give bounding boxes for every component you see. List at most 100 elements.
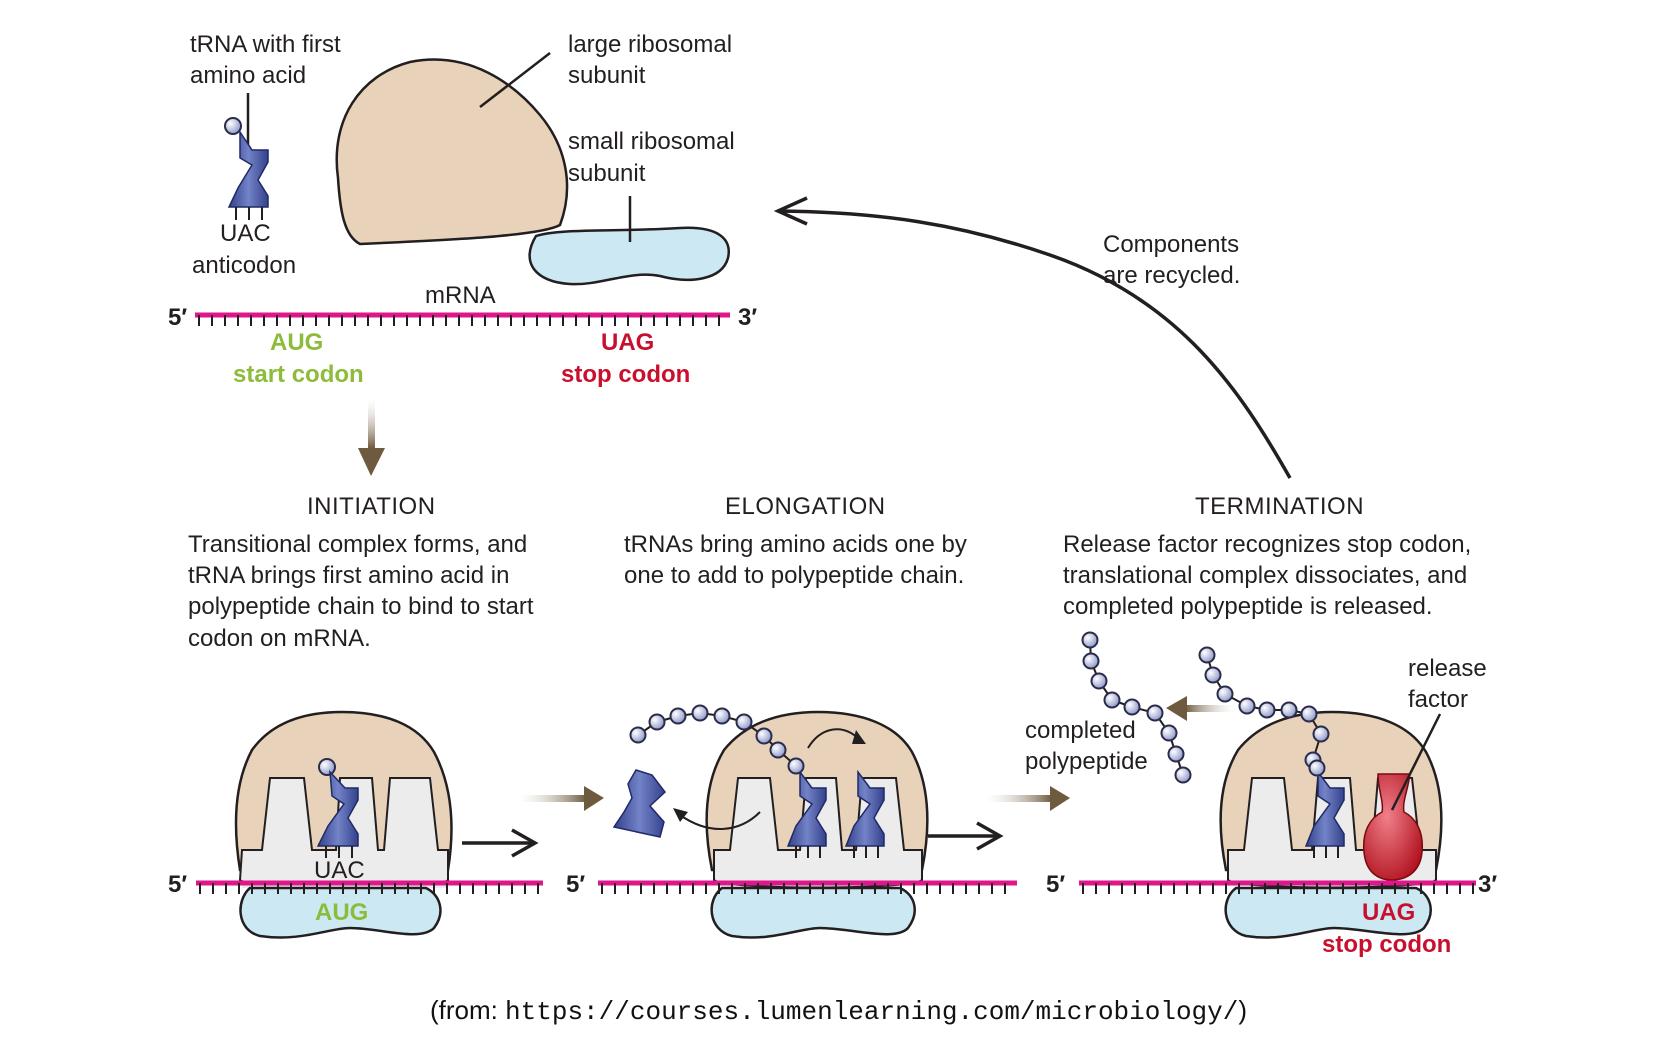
elongation-small-subunit <box>710 886 916 939</box>
release-factor-label-line1: release <box>1408 655 1487 682</box>
initiation-arrow <box>358 398 385 476</box>
amino-acid <box>1160 724 1178 742</box>
termination-codon: UAG <box>1362 899 1415 926</box>
amino-acid <box>713 707 731 725</box>
large-subunit-label-line1: large ribosomal <box>568 31 732 58</box>
termination-three-prime: 3′ <box>1478 871 1497 898</box>
termination-polypeptide <box>1198 646 1330 777</box>
recycle-arrow <box>773 196 1292 479</box>
trna-shape <box>227 129 269 208</box>
amino-acid <box>1312 725 1330 743</box>
initiation-small-subunit <box>239 886 442 939</box>
initiation-desc-line2: tRNA brings first amino acid in <box>188 562 509 589</box>
initiation-desc-line4: codon on mRNA. <box>188 625 371 652</box>
termination-trna <box>1304 769 1345 847</box>
amino-acid <box>1198 646 1216 664</box>
initiation-five-prime: 5′ <box>168 871 187 898</box>
large-subunit-pointer <box>479 52 551 108</box>
termination-mrna-strand <box>1079 880 1476 894</box>
release-factor <box>1362 773 1424 881</box>
amino-acid <box>1081 631 1099 649</box>
termination-codon-label: stop codon <box>1322 931 1451 958</box>
amino-acid <box>1090 672 1108 690</box>
arrow-to-termination <box>928 821 1004 851</box>
anticodon-label: anticodon <box>192 252 296 279</box>
initiation-trna <box>316 769 359 847</box>
stage-heading-initiation: INITIATION <box>307 493 436 520</box>
top-mrna-strand <box>195 312 730 326</box>
large-ribosomal-subunit <box>335 58 569 246</box>
initiation-desc-line3: polypeptide chain to bind to start <box>188 593 534 620</box>
source-prefix: (from: <box>429 995 506 1025</box>
mrna-label: mRNA <box>425 282 496 309</box>
top-start-codon: AUG <box>270 329 323 356</box>
amino-acid <box>1280 701 1298 719</box>
completed-polypeptide-label-line1: completed <box>1025 717 1136 744</box>
termination-small-subunit <box>1224 886 1432 939</box>
elongation-mrna-strand <box>598 880 1017 894</box>
termination-desc-line1: Release factor recognizes stop codon, <box>1063 531 1471 558</box>
initiation-mrna-strand <box>196 880 543 894</box>
amino-acid <box>1300 705 1318 723</box>
start-codon-label: start codon <box>233 361 364 388</box>
top-three-prime: 3′ <box>738 304 757 331</box>
amino-acid <box>669 707 687 725</box>
small-subunit-label-line1: small ribosomal <box>568 128 735 155</box>
elongation-five-prime: 5′ <box>566 871 585 898</box>
stage-heading-termination: TERMINATION <box>1195 493 1364 520</box>
source-citation: (from: https://courses.lumenlearning.com… <box>0 995 1677 1027</box>
stop-codon-label: stop codon <box>561 361 690 388</box>
amino-acid <box>1146 704 1164 722</box>
termination-five-prime: 5′ <box>1046 871 1065 898</box>
amino-acid <box>1216 685 1234 703</box>
recycle-label-line1: Components <box>1103 231 1239 258</box>
termination-desc-line2: translational complex dissociates, and <box>1063 562 1467 589</box>
source-url[interactable]: https://courses.lumenlearning.com/microb… <box>505 997 1239 1027</box>
free-trna <box>224 93 269 220</box>
amino-acid <box>735 713 753 731</box>
trna-label-line2: amino acid <box>190 62 306 89</box>
initiation-desc-line1: Transitional complex forms, and <box>188 531 527 558</box>
amino-acid <box>1258 701 1276 719</box>
amino-acid <box>755 727 773 745</box>
brown-arrow-elongation <box>518 786 604 811</box>
completed-polypeptide-label-line2: polypeptide <box>1025 748 1148 775</box>
amino-acid <box>1238 697 1256 715</box>
recycle-label-line2: are recycled. <box>1103 262 1240 289</box>
anticodon-letters: UAC <box>220 220 271 247</box>
large-subunit-label-line2: subunit <box>568 62 646 89</box>
top-stop-codon: UAG <box>601 329 654 356</box>
amino-acid <box>1103 691 1121 709</box>
stage-heading-elongation: ELONGATION <box>725 493 886 520</box>
small-subunit-label-line2: subunit <box>568 160 646 187</box>
amino-acid <box>787 757 805 775</box>
departing-trna <box>612 769 667 838</box>
top-five-prime: 5′ <box>168 304 187 331</box>
amino-acid <box>648 713 666 731</box>
completed-polypeptide <box>1081 631 1192 784</box>
amino-acid <box>1204 666 1222 684</box>
amino-acid <box>1123 698 1141 716</box>
release-arrow <box>1166 696 1235 721</box>
elongation-desc-line2: one to add to polypeptide chain. <box>624 562 964 589</box>
initiation-anticodon: UAC <box>314 857 365 884</box>
termination-desc-line3: completed polypeptide is released. <box>1063 593 1433 620</box>
elongation-polypeptide <box>629 704 805 775</box>
arrow-to-elongation <box>462 828 539 858</box>
elongation-ribosome <box>612 710 929 939</box>
brown-arrow-termination <box>986 786 1070 811</box>
elongation-trna-p <box>786 769 827 847</box>
amino-acid <box>691 704 709 722</box>
amino-acid <box>1082 652 1100 670</box>
release-factor-pointer <box>1390 713 1442 811</box>
termination-ribosome <box>1219 710 1443 939</box>
release-factor-label-line2: factor <box>1408 686 1468 713</box>
elongation-trna-a <box>844 769 885 847</box>
amino-acid <box>1167 745 1185 763</box>
trna-label-line1: tRNA with first <box>190 31 341 58</box>
amino-acid <box>769 741 787 759</box>
elongation-desc-line1: tRNAs bring amino acids one by <box>624 531 967 558</box>
amino-acid <box>629 726 647 744</box>
